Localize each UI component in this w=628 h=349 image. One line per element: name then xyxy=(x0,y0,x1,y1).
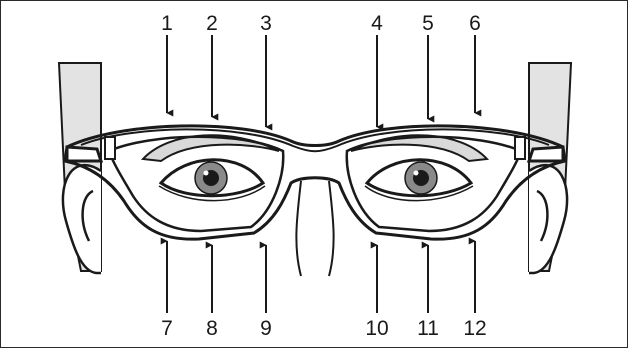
label-8: 8 xyxy=(206,317,218,340)
nose xyxy=(296,181,333,276)
hinge-left xyxy=(105,137,115,159)
top-arrows xyxy=(167,35,475,127)
label-9: 9 xyxy=(260,317,272,340)
temple-left xyxy=(67,147,101,161)
label-11: 11 xyxy=(417,317,439,340)
glasses-frame xyxy=(65,126,565,239)
eyebrows xyxy=(143,135,487,161)
bottom-arrows xyxy=(167,241,475,313)
label-1: 1 xyxy=(161,12,173,35)
label-6: 6 xyxy=(469,12,481,35)
bottom-labels: 7 8 9 10 11 12 xyxy=(161,317,487,340)
label-5: 5 xyxy=(422,12,434,35)
label-12: 12 xyxy=(463,317,486,340)
eye-left xyxy=(159,160,265,201)
label-2: 2 xyxy=(206,12,218,35)
label-4: 4 xyxy=(371,12,383,35)
label-7: 7 xyxy=(161,317,173,340)
eye-right xyxy=(365,160,473,201)
label-3: 3 xyxy=(260,12,272,35)
temple-right xyxy=(529,147,563,161)
top-labels: 1 2 3 4 5 6 xyxy=(161,12,481,35)
head-outline xyxy=(59,63,571,271)
hinge-right xyxy=(515,137,525,159)
label-10: 10 xyxy=(365,317,388,340)
